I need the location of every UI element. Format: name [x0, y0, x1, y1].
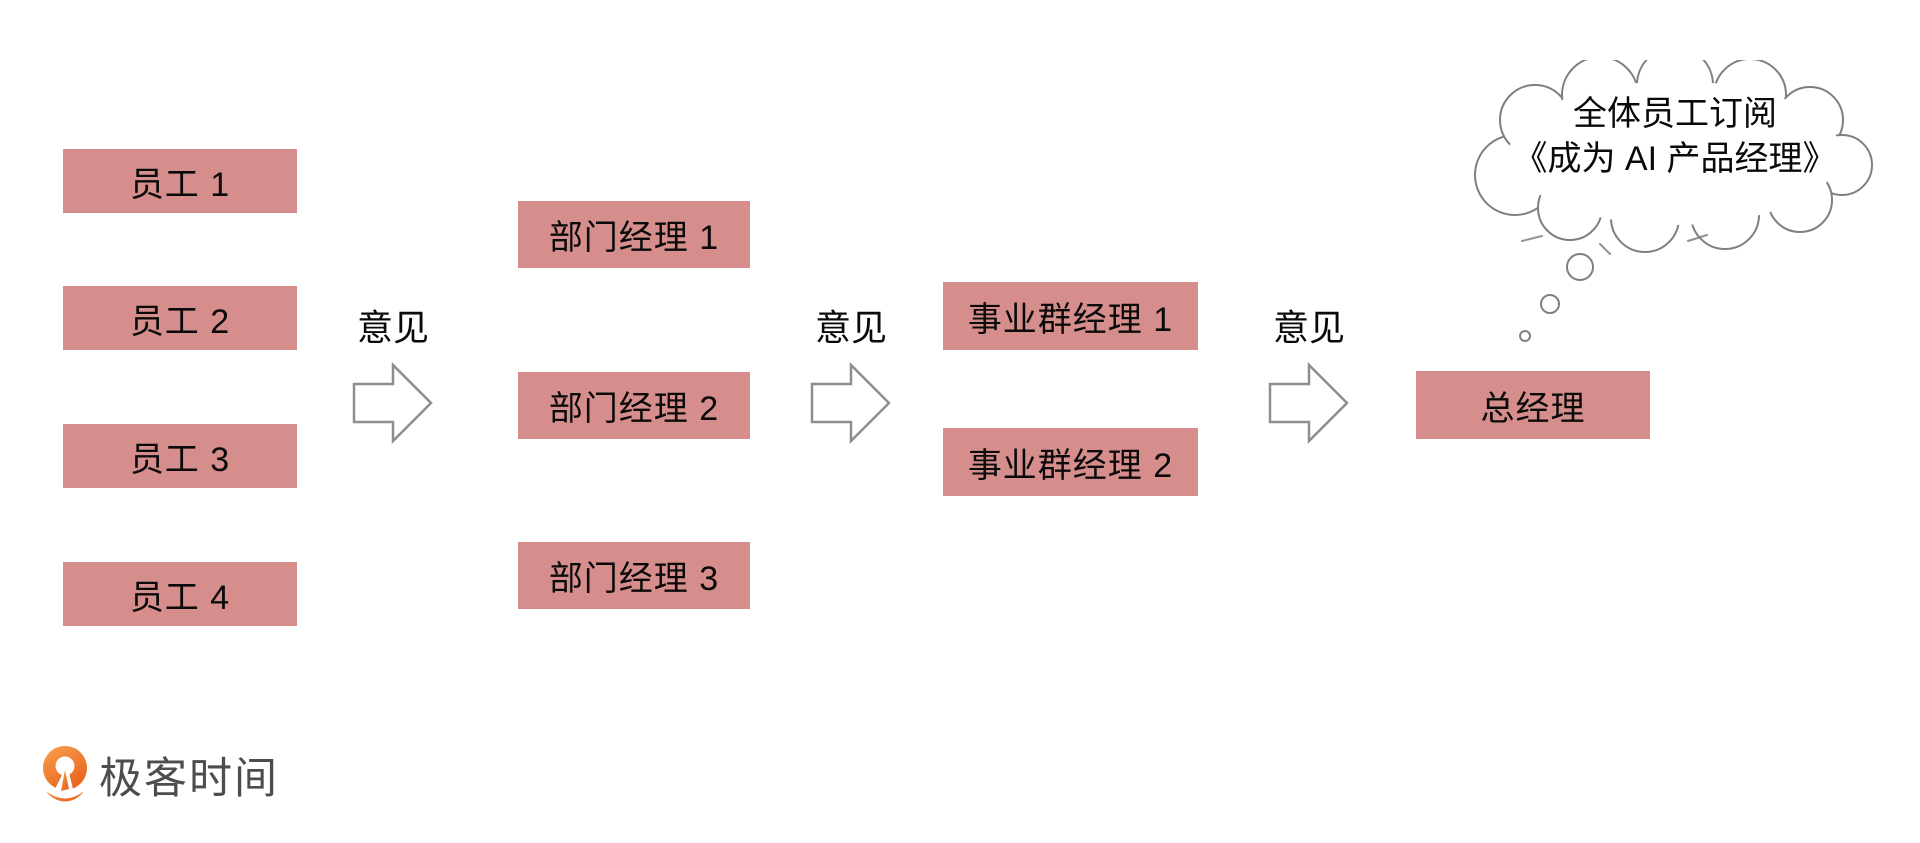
- geektime-logo: 极客时间: [42, 744, 279, 806]
- box-dept-manager-1: 部门经理 1: [518, 201, 750, 268]
- box-dept-manager-2: 部门经理 2: [518, 372, 750, 439]
- box-dept-manager-3: 部门经理 3: [518, 542, 750, 609]
- box-employee-4: 员工 4: [63, 562, 297, 626]
- box-bizgroup-manager-2: 事业群经理 2: [943, 428, 1198, 496]
- right-arrow-icon: [352, 362, 433, 444]
- geektime-logo-icon: [43, 746, 87, 802]
- thought-bubble-line-1: 全体员工订阅: [1573, 95, 1777, 133]
- geektime-logo-label: 极客时间: [99, 755, 279, 803]
- box-employee-1: 员工 1: [63, 149, 297, 213]
- thought-bubble: [1474, 60, 1873, 342]
- cloud-outline: [1474, 60, 1873, 253]
- thought-bubble-text: 全体员工订阅 《成为 AI 产品经理》: [1490, 92, 1860, 182]
- thought-bubble-line-2: 《成为 AI 产品经理》: [1513, 140, 1837, 178]
- right-arrow-icon: [810, 362, 891, 444]
- box-bizgroup-manager-1: 事业群经理 1: [943, 282, 1198, 350]
- box-employee-2: 员工 2: [63, 286, 297, 350]
- arrow-label-opinion-3: 意见: [1272, 307, 1345, 348]
- flow-dept-to-bizgroup-managers: 意见: [810, 306, 892, 444]
- right-arrow-icon: [1268, 362, 1349, 444]
- thought-trail-dots: [1519, 234, 1708, 342]
- arrow-label-opinion-1: 意见: [356, 307, 429, 348]
- arrow-label-opinion-2: 意见: [814, 307, 887, 348]
- flow-employees-to-dept-managers: 意见: [352, 306, 434, 444]
- box-employee-3: 员工 3: [63, 424, 297, 488]
- flow-bizgroup-to-general-manager: 意见: [1268, 306, 1350, 444]
- box-general-manager: 总经理: [1416, 371, 1650, 439]
